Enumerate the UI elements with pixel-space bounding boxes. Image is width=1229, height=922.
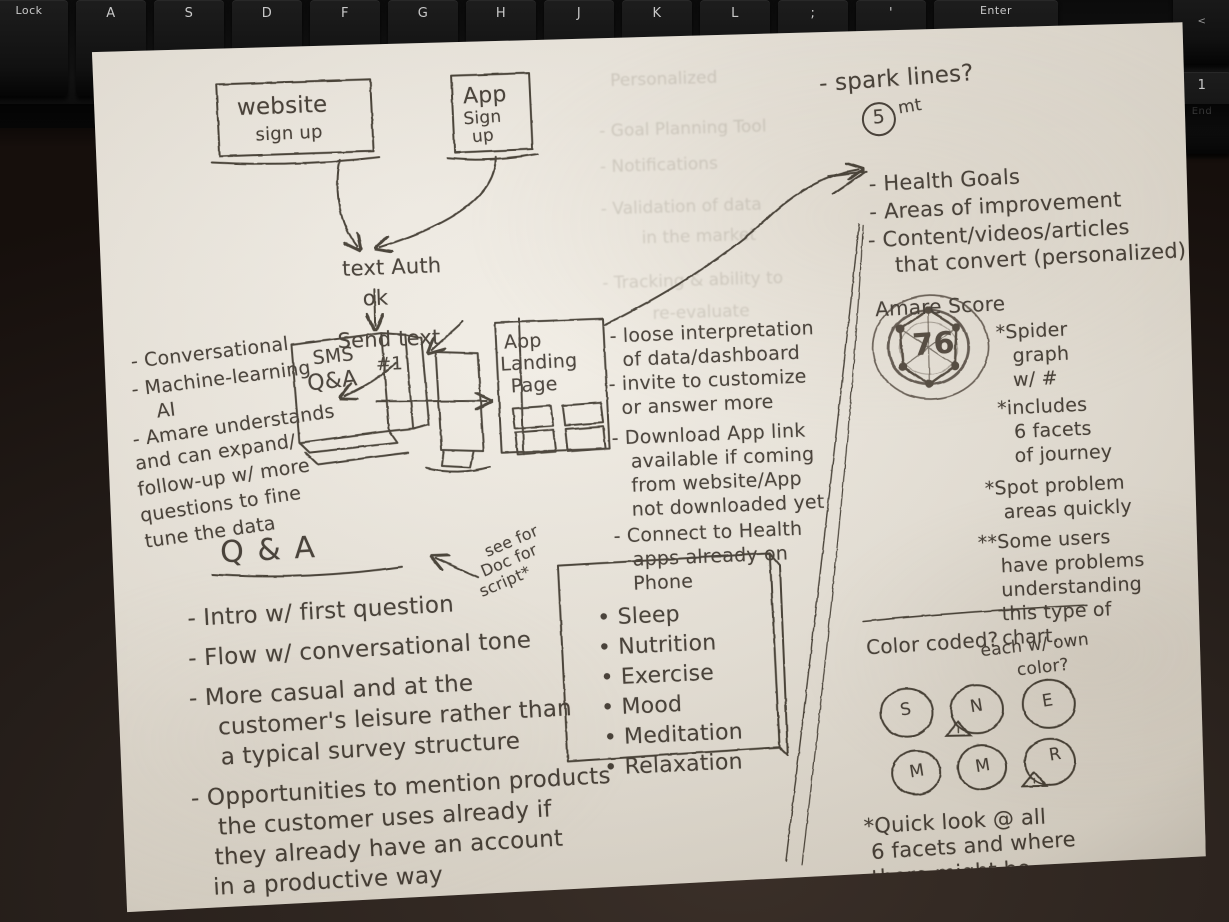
numpad-key-sublabel: < <box>1197 16 1207 27</box>
badge-M1 <box>892 750 941 795</box>
device-back <box>405 334 429 428</box>
app-signup-box <box>451 73 533 153</box>
paper-vignette <box>69 17 1206 919</box>
key-label: Enter <box>979 4 1013 17</box>
arrow-send-to-phone <box>344 363 397 396</box>
key-label: F <box>341 6 349 21</box>
arrow-auth-to-send <box>374 289 375 325</box>
key-label: L <box>731 6 739 21</box>
arrow-see-doc <box>436 557 478 578</box>
wire-tile-3 <box>515 430 555 455</box>
wire-tile-1 <box>513 406 553 429</box>
warning-triangle-N <box>946 721 970 735</box>
amare-score-spider-graph <box>872 294 990 400</box>
arrow-landing-to-dashboard <box>602 170 861 325</box>
numpad-key-label: 1 <box>1197 78 1207 93</box>
key-label: ' <box>888 6 894 21</box>
arrow-into-device <box>431 321 464 350</box>
column-divider-1 <box>773 224 872 862</box>
arrow-website-to-auth <box>337 160 358 247</box>
arrow-device-to-landing <box>377 399 487 403</box>
key-label: G <box>417 6 429 21</box>
key-label: Lock <box>15 4 43 17</box>
device-mid <box>381 333 413 432</box>
wire-tile-2 <box>563 403 603 426</box>
numpad-key-label: 4 <box>1173 0 1229 3</box>
key-label: J <box>576 6 582 21</box>
monitor-screen <box>436 351 484 452</box>
badge-N <box>950 685 1003 734</box>
website-signup-box <box>216 79 373 156</box>
key-label: D <box>261 6 273 21</box>
landing-page-frame <box>495 319 610 453</box>
key-label: A <box>106 6 116 21</box>
rule-above-color-coded <box>863 605 1087 621</box>
wire-tile-4 <box>565 427 605 452</box>
ink-layer <box>69 17 1206 919</box>
sketch-linework <box>69 17 1206 919</box>
key-label: K <box>652 6 662 21</box>
badge-R <box>1025 738 1076 785</box>
column-divider-2 <box>789 225 876 864</box>
badge-E <box>1022 679 1075 728</box>
badge-M2 <box>958 745 1007 790</box>
qa-underline <box>212 567 402 578</box>
badge-S <box>880 688 933 737</box>
key-label: H <box>495 6 507 21</box>
arrow-app-to-auth <box>378 157 498 247</box>
facet-badges <box>880 679 1076 795</box>
paper-sheet: Personalized - Goal Planning Tool - Noti… <box>69 17 1206 919</box>
warning-triangle-R <box>1022 772 1046 786</box>
key-label: S <box>184 6 194 21</box>
key-label: ; <box>810 6 816 21</box>
key-lock[interactable]: Lock <box>0 0 68 96</box>
